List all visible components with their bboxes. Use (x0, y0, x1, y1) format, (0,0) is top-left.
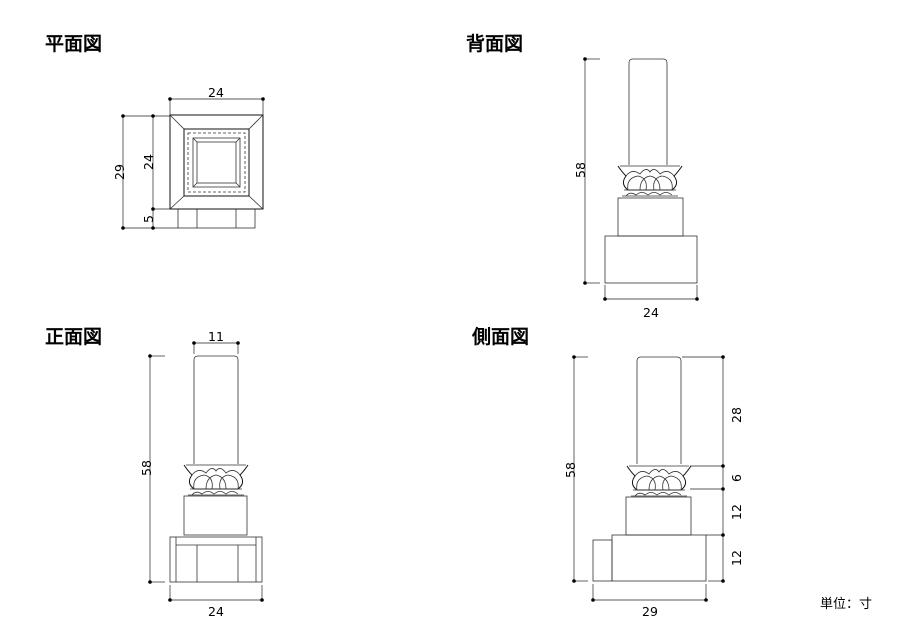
side-column-height-label: 28 (729, 407, 744, 423)
back-height-label: 58 (573, 162, 588, 178)
side-view-title: 側面図 (471, 326, 529, 348)
unit-label: 単位：寸 (820, 596, 872, 612)
back-column (628, 58, 668, 165)
front-height-label: 58 (139, 460, 154, 476)
front-column-width-label: 11 (208, 329, 224, 344)
back-view-title: 背面図 (466, 32, 523, 55)
plan-depth-top-label: 24 (141, 154, 156, 170)
side-base (611, 534, 707, 582)
plan-depth-base-label: 5 (141, 215, 156, 223)
plan-width-label: 24 (208, 85, 224, 100)
back-middle-block (617, 197, 684, 237)
plan-view-title: 平面図 (45, 33, 102, 55)
plan-lotus-carving (183, 128, 250, 197)
side-base-step (592, 539, 613, 582)
front-base (169, 536, 263, 583)
side-middle-block (625, 496, 692, 536)
side-base-height-label: 12 (729, 550, 744, 566)
plan-view: 平面図 24 29 24 5 (45, 33, 265, 230)
side-width-label: 29 (642, 604, 658, 619)
front-middle-block (183, 495, 248, 536)
front-view: 正面図 11 58 24 (45, 326, 264, 619)
plan-depth-total-label: 29 (112, 164, 127, 180)
side-middle-height-label: 12 (729, 504, 744, 520)
front-view-title: 正面図 (45, 326, 102, 348)
back-view: 背面図 58 24 (466, 32, 699, 320)
side-lotus-height-label: 6 (729, 474, 744, 482)
plan-outer-square (169, 114, 264, 210)
back-width-label: 24 (643, 305, 659, 320)
front-column (193, 355, 239, 464)
back-base (604, 235, 698, 284)
plan-base (177, 208, 256, 229)
side-view: 側面図 58 28 6 12 12 29 (471, 326, 744, 619)
side-height-label: 58 (563, 462, 578, 478)
front-width-label: 24 (208, 604, 224, 619)
side-column (636, 356, 682, 464)
